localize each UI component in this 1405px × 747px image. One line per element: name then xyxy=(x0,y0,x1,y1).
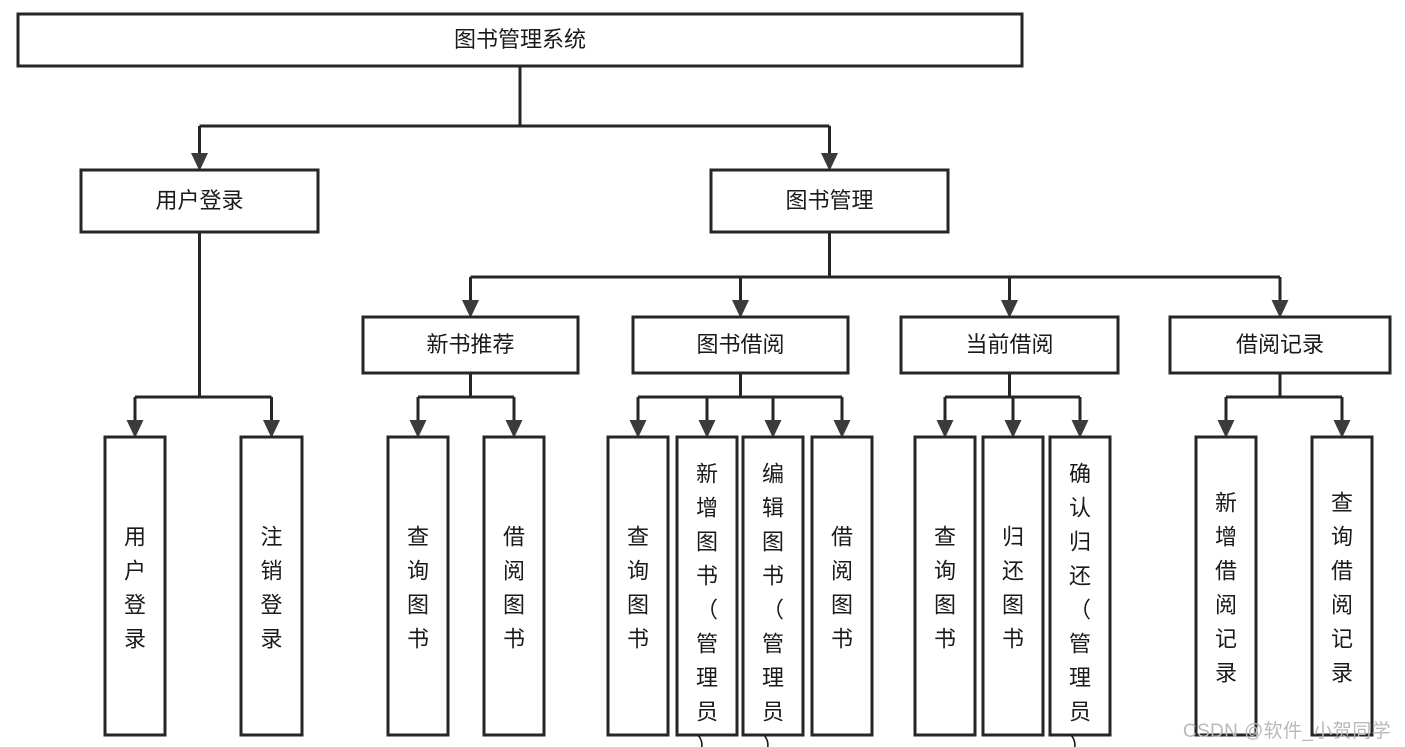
node-box xyxy=(675,435,739,737)
node-leaf-add-record[interactable]: 新增借阅记录 xyxy=(1194,435,1258,737)
nodes-layer: 图书管理系统用户登录图书管理新书推荐图书借阅当前借阅借阅记录用户登录注销登录查询… xyxy=(16,12,1392,747)
node-leaf-query-record[interactable]: 查询借阅记录 xyxy=(1310,435,1374,737)
arrow-head-icon xyxy=(1271,300,1289,318)
node-book-manage[interactable]: 图书管理 xyxy=(709,168,950,234)
node-box xyxy=(1194,435,1258,737)
node-label: 图书管理 xyxy=(785,188,873,213)
node-current-borrow[interactable]: 当前借阅 xyxy=(899,315,1120,375)
arrow-head-icon xyxy=(936,420,954,438)
node-label: 查询图书 xyxy=(934,525,956,652)
node-label: 编辑图书（管理员） xyxy=(762,462,784,747)
arrow-head-icon xyxy=(263,420,280,438)
node-box xyxy=(981,435,1045,737)
node-root[interactable]: 图书管理系统 xyxy=(16,12,1024,68)
arrow-head-icon xyxy=(698,420,716,438)
node-label: 新增借阅记录 xyxy=(1215,491,1237,686)
node-label: 借阅记录 xyxy=(1236,332,1324,357)
arrow-head-icon xyxy=(1004,420,1022,438)
arrow-head-icon xyxy=(833,420,851,438)
node-label: 用户登录 xyxy=(155,188,243,213)
node-box xyxy=(709,168,950,234)
node-label: 新增图书（管理员） xyxy=(696,462,718,747)
csdn-watermark: CSDN @软件_小贺同学 xyxy=(1182,721,1391,742)
arrow-head-icon xyxy=(821,153,838,171)
node-label: 确认归还（管理员） xyxy=(1069,462,1091,747)
node-leaf-borrow-book-b[interactable]: 借阅图书 xyxy=(810,435,874,737)
arrow-head-icon xyxy=(462,300,479,318)
node-label: 图书借阅 xyxy=(696,332,784,357)
node-leaf-confirm-return[interactable]: 确认归还（管理员） xyxy=(1048,435,1112,747)
node-box xyxy=(386,435,450,737)
arrow-head-icon xyxy=(732,300,749,318)
node-box xyxy=(631,315,850,375)
node-label: 查询图书 xyxy=(627,525,649,652)
arrow-head-icon xyxy=(1001,300,1018,318)
node-box xyxy=(810,435,874,737)
node-leaf-edit-book[interactable]: 编辑图书（管理员） xyxy=(741,435,805,747)
node-box xyxy=(1048,435,1112,737)
node-label: 查询借阅记录 xyxy=(1331,491,1353,686)
node-label: 归还图书 xyxy=(1002,525,1024,652)
arrow-head-icon xyxy=(126,420,144,438)
arrow-head-icon xyxy=(409,420,427,438)
connectors-layer xyxy=(126,66,1351,438)
node-new-book-rec[interactable]: 新书推荐 xyxy=(361,315,580,375)
node-box xyxy=(913,435,977,737)
arrow-head-icon xyxy=(764,420,782,438)
node-box xyxy=(482,435,546,737)
arrow-head-icon xyxy=(191,153,208,171)
node-box xyxy=(103,435,167,737)
node-label: 借阅图书 xyxy=(503,525,525,652)
node-label: 借阅图书 xyxy=(831,525,853,652)
node-box xyxy=(361,315,580,375)
node-leaf-borrow-book-a[interactable]: 借阅图书 xyxy=(482,435,546,737)
node-label: 注销登录 xyxy=(260,525,282,652)
arrow-head-icon xyxy=(1071,420,1089,438)
node-box xyxy=(16,12,1024,68)
node-label: 查询图书 xyxy=(407,525,429,652)
node-box xyxy=(1310,435,1374,737)
node-book-borrow[interactable]: 图书借阅 xyxy=(631,315,850,375)
node-leaf-logout[interactable]: 注销登录 xyxy=(239,435,304,737)
node-leaf-query-book-b[interactable]: 查询图书 xyxy=(606,435,670,737)
arrow-head-icon xyxy=(505,420,523,438)
node-leaf-user-login[interactable]: 用户登录 xyxy=(103,435,167,737)
node-box xyxy=(79,168,320,234)
node-label: 当前借阅 xyxy=(965,332,1053,357)
node-box xyxy=(1168,315,1392,375)
arrow-head-icon xyxy=(629,420,647,438)
node-box xyxy=(606,435,670,737)
node-leaf-return-book[interactable]: 归还图书 xyxy=(981,435,1045,737)
node-leaf-query-book-c[interactable]: 查询图书 xyxy=(913,435,977,737)
node-box xyxy=(239,435,304,737)
node-box xyxy=(741,435,805,737)
node-label: 用户登录 xyxy=(124,525,146,652)
node-box xyxy=(899,315,1120,375)
node-label: 新书推荐 xyxy=(426,332,514,357)
node-leaf-query-book-a[interactable]: 查询图书 xyxy=(386,435,450,737)
arrow-head-icon xyxy=(1333,420,1351,438)
node-borrow-record[interactable]: 借阅记录 xyxy=(1168,315,1392,375)
node-user-login[interactable]: 用户登录 xyxy=(79,168,320,234)
node-label: 图书管理系统 xyxy=(454,27,586,52)
node-leaf-add-book[interactable]: 新增图书（管理员） xyxy=(675,435,739,747)
arrow-head-icon xyxy=(1217,420,1235,438)
